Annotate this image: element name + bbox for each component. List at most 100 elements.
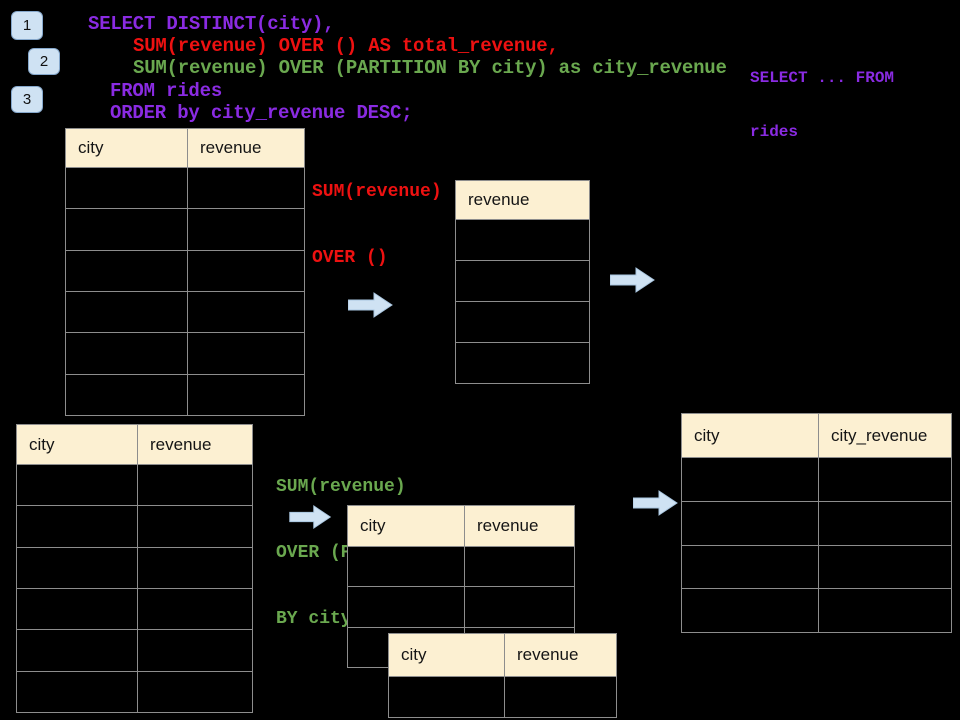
table-cell xyxy=(137,630,252,671)
column-header-city: city xyxy=(401,645,427,664)
table-header-row: city revenue xyxy=(17,425,252,464)
arrow-right-icon xyxy=(610,267,655,293)
column-header-revenue: revenue xyxy=(137,425,252,464)
table-cell xyxy=(818,589,951,632)
table-empty-row xyxy=(66,249,304,291)
table-cell xyxy=(66,168,187,208)
step-badge-3: 3 xyxy=(11,86,43,113)
column-header-revenue: revenue xyxy=(468,190,530,209)
table-empty-row xyxy=(348,586,574,627)
table-cell xyxy=(17,630,137,670)
table-cell xyxy=(818,458,951,501)
annotation-total-revenue: SUM(revenue) OVER () xyxy=(312,137,442,313)
column-header-city_revenue: city_revenue xyxy=(818,414,951,457)
column-header-city: city xyxy=(78,138,104,157)
table-empty-row xyxy=(66,208,304,250)
table-cell xyxy=(348,587,464,626)
table-source-top: city revenue xyxy=(65,128,305,416)
table-header-row: city revenue xyxy=(389,634,616,676)
sql-line-city-revenue: SUM(revenue) OVER (PARTITION BY city) as… xyxy=(133,57,727,79)
column-header-revenue: revenue xyxy=(504,634,616,676)
table-cell xyxy=(187,291,304,333)
table-cell xyxy=(17,589,137,629)
table-cell xyxy=(348,547,464,586)
table-empty-row xyxy=(17,629,252,671)
table-header-row: city revenue xyxy=(348,506,574,546)
sql-line-order-by: ORDER by city_revenue DESC; xyxy=(110,102,413,124)
sql-line-total-revenue: SUM(revenue) OVER () AS total_revenue, xyxy=(133,35,559,57)
table-cell xyxy=(66,251,187,291)
table-cell xyxy=(66,333,187,373)
table-cell xyxy=(456,220,589,260)
table-cell xyxy=(66,292,187,332)
table-cell xyxy=(137,671,252,712)
table-cell xyxy=(464,547,574,587)
table-cell xyxy=(504,677,616,717)
table-cell xyxy=(187,250,304,291)
table-empty-row xyxy=(682,457,951,501)
column-header-city: city xyxy=(29,434,55,454)
table-cell xyxy=(137,588,252,630)
table-cell xyxy=(17,548,137,588)
column-header-revenue: revenue xyxy=(464,506,574,546)
table-cell xyxy=(456,343,589,383)
table-empty-row xyxy=(389,676,616,717)
table-partition-back: city revenue xyxy=(388,633,617,718)
table-cell xyxy=(389,677,504,717)
table-empty-row xyxy=(456,260,589,301)
table-empty-row xyxy=(682,500,951,545)
arrow-right-icon xyxy=(289,505,332,529)
step-badge-1: 1 xyxy=(11,11,43,40)
table-header-row: city city_revenue xyxy=(682,414,951,457)
side-note-line-2: rides xyxy=(750,123,799,141)
table-empty-row xyxy=(66,167,304,209)
table-cell xyxy=(187,333,304,374)
table-cell xyxy=(137,465,252,506)
column-header-city: city xyxy=(694,425,720,445)
table-cell xyxy=(17,506,137,546)
table-cell xyxy=(137,547,252,588)
table-empty-row xyxy=(456,342,589,383)
table-empty-row xyxy=(17,587,252,630)
table-cell xyxy=(187,209,304,250)
step-badge-2: 2 xyxy=(28,48,60,75)
table-header-row: revenue xyxy=(456,181,589,219)
column-header-revenue: revenue xyxy=(187,129,304,167)
table-empty-row xyxy=(66,373,304,415)
table-cell xyxy=(682,546,818,589)
table-cell xyxy=(66,375,187,415)
annotation-total-line-2: OVER () xyxy=(312,248,388,268)
table-empty-row xyxy=(682,544,951,589)
table-header-row: city revenue xyxy=(66,129,304,167)
table-cell xyxy=(682,458,818,501)
table-empty-row xyxy=(66,332,304,374)
table-cell xyxy=(682,502,818,545)
table-cell xyxy=(137,506,252,547)
side-note: SELECT ... FROM rides xyxy=(750,33,894,177)
table-empty-row xyxy=(66,290,304,333)
table-cell xyxy=(818,545,951,589)
annotation-partition-line-1: SUM(revenue) xyxy=(276,477,406,497)
table-cell xyxy=(187,374,304,415)
table-cell xyxy=(187,168,304,209)
table-cell xyxy=(818,501,951,545)
arrow-right-icon xyxy=(348,292,393,318)
table-cell xyxy=(17,672,137,712)
table-empty-row xyxy=(17,546,252,588)
table-cell xyxy=(456,302,589,342)
table-cell xyxy=(17,465,137,505)
table-total-result: revenue xyxy=(455,180,590,384)
table-cell xyxy=(682,589,818,632)
table-source-bottom: city revenue xyxy=(16,424,253,713)
sql-line-from: FROM rides xyxy=(110,80,223,102)
column-header-city: city xyxy=(360,516,386,535)
table-empty-row xyxy=(17,670,252,712)
sql-line-select: SELECT DISTINCT(city), xyxy=(88,13,335,35)
table-cell xyxy=(456,261,589,301)
arrow-right-icon xyxy=(633,490,678,516)
table-empty-row xyxy=(348,546,574,587)
annotation-total-line-1: SUM(revenue) xyxy=(312,182,442,202)
table-empty-row xyxy=(17,505,252,547)
table-cell xyxy=(66,209,187,249)
